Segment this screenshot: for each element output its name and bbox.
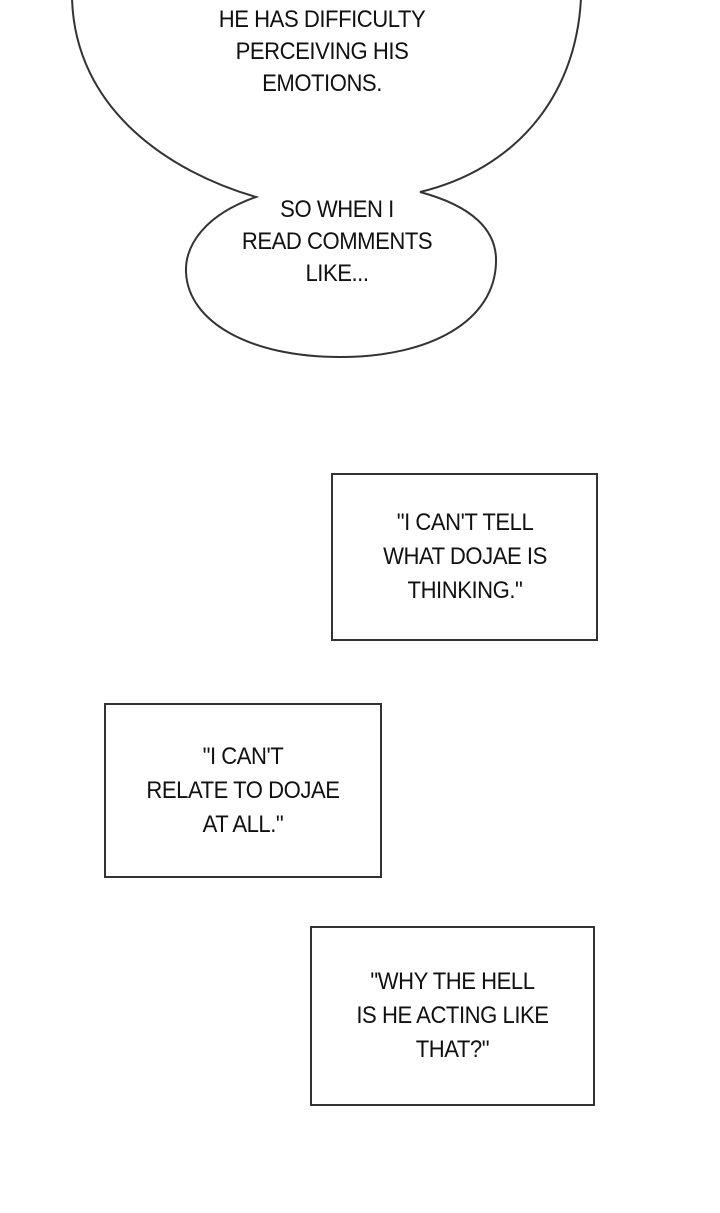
text-line: SO WHEN I <box>280 196 394 223</box>
text-line: LIKE... <box>305 260 369 287</box>
speech-bubble-outline <box>71 0 582 359</box>
speech-bubble-bottom-text: SO WHEN I READ COMMENTS LIKE... <box>199 194 475 290</box>
text-line: RELATE TO DOJAE <box>146 776 340 804</box>
speech-bubble-top-text: HE HAS DIFFICULTY PERCEIVING HIS EMOTION… <box>184 4 460 100</box>
comment-text: "I CAN'T TELL WHAT DOJAE IS THINKING." <box>383 506 547 608</box>
text-line: "WHY THE HELL <box>370 968 535 995</box>
text-line: READ COMMENTS <box>241 228 433 255</box>
text-line: "I CAN'T TELL <box>396 509 533 536</box>
comment-text: "WHY THE HELL IS HE ACTING LIKE THAT?" <box>356 965 549 1067</box>
text-line: THINKING." <box>407 577 522 604</box>
text-line: THAT?" <box>415 1036 490 1063</box>
text-line: HE HAS DIFFICULTY <box>218 6 426 33</box>
comment-box-3: "WHY THE HELL IS HE ACTING LIKE THAT?" <box>310 926 595 1106</box>
text-line: "I CAN'T <box>202 742 284 770</box>
comment-text: "I CAN'T RELATE TO DOJAE AT ALL." <box>146 740 340 842</box>
text-line: AT ALL." <box>202 810 284 838</box>
comment-box-1: "I CAN'T TELL WHAT DOJAE IS THINKING." <box>331 473 598 641</box>
text-line: IS HE ACTING LIKE <box>356 1002 549 1029</box>
text-line: WHAT DOJAE IS <box>382 543 547 570</box>
comment-box-2: "I CAN'T RELATE TO DOJAE AT ALL." <box>104 703 382 878</box>
text-line: EMOTIONS. <box>262 70 382 97</box>
text-line: PERCEIVING HIS <box>235 38 409 65</box>
